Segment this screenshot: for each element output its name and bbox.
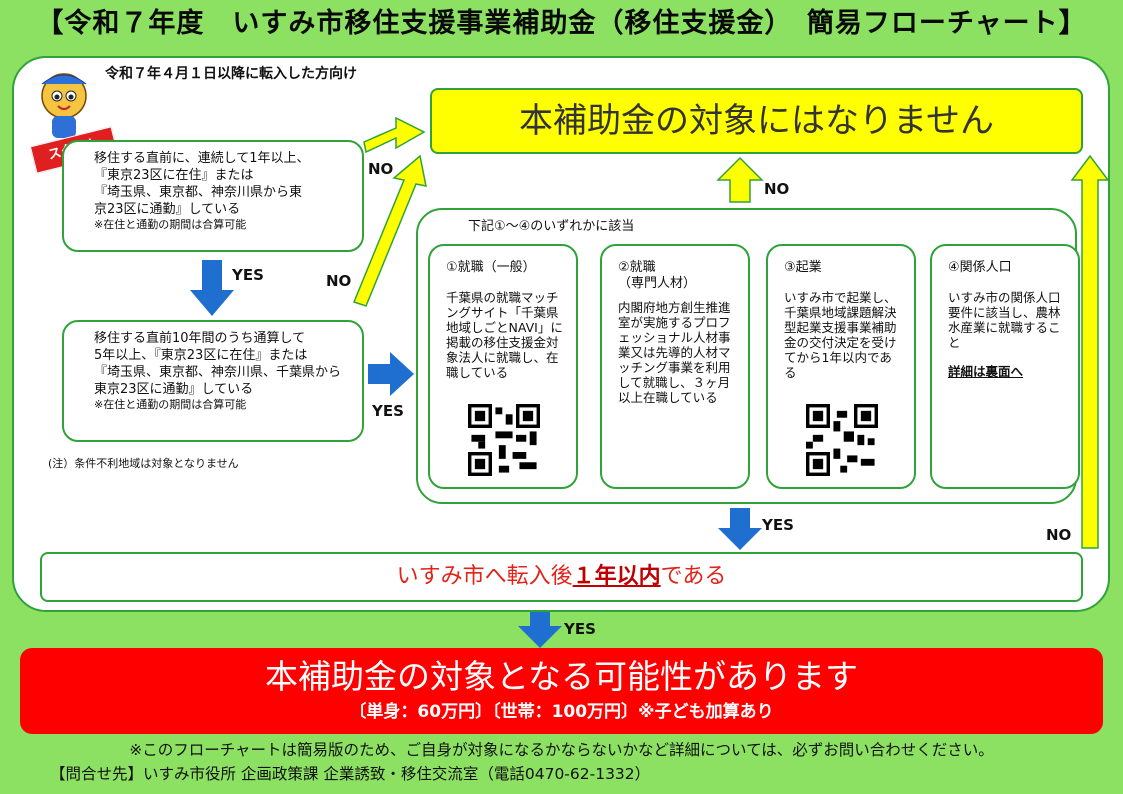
result-amounts: 〔単身：60万円〕〔世帯：100万円〕※子ども加算あり [349,702,774,722]
arrow-group-yes [718,508,762,550]
move-suffix: である [660,564,727,589]
yes-label-1: YES [232,266,264,284]
result-main: 本補助金の対象となる可能性があります [264,657,858,696]
condition-1-box: 移住する直前に、連続して1年以上、 『東京23区に在住』または 『埼玉県、東京都… [62,140,364,252]
card-1-title: ①就職（一般） [446,260,536,275]
condition-1-line4: 京23区に通勤』している [94,202,241,217]
card-2-body: 内閣府地方創生推進室が実施するプロフェッショナル人材事業又は先導的人材マッチング… [618,300,731,405]
move-emphasis: １年以内 [572,564,661,589]
group-label: 下記①～④のいずれかに該当 [468,219,635,234]
move-prefix: いすみ市へ転入後 [396,564,573,589]
no-label-4: NO [1046,526,1072,544]
arrow-cond2-yes [368,352,414,396]
details-link[interactable]: 詳細は裏面へ [948,364,1024,379]
page-title: 【令和７年度 いすみ市移住支援事業補助金（移住支援金） 簡易フローチャート】 [36,8,1087,39]
card-employment-general: ①就職（一般） 千葉県の就職マッチングサイト「千葉県地域しごとNAVI」に掲載の… [428,244,578,489]
condition-1-line3: 『埼玉県、東京都、神奈川県から東 [94,185,303,200]
condition-2-line1: 移住する直前10年間のうち通算して [94,331,306,346]
arrow-cond1-no [363,116,426,154]
no-label-1: NO [368,160,394,178]
footnote: (注）条件不利地域は対象となりません [48,457,239,470]
footer-contact: 【問合せ先】いすみ市役所 企画政策課 企業誘致・移住交流室（電話0470-62-… [50,765,651,783]
condition-2-line2: 5年以上、『東京23区に在住』または [94,348,308,363]
no-label-2: NO [326,272,352,290]
card-related-population: ④関係人口 いすみ市の関係人口要件に該当し、農林水産業に就職すること 詳細は裏面… [930,244,1080,489]
card-4-body: いすみ市の関係人口要件に該当し、農林水産業に就職すること [948,290,1061,350]
move-condition-box: いすみ市へ転入後１年以内である [40,552,1083,602]
condition-2-line3: 『埼玉県、東京都、神奈川県、千葉県から [94,365,342,380]
arrow-group-no [716,156,764,203]
arrow-cond2-no [353,154,427,307]
card-1-body: 千葉県の就職マッチングサイト「千葉県地域しごとNAVI」に掲載の移住支援金対象法… [446,290,563,380]
condition-1-line2: 『東京23区に在住』または [94,168,254,183]
yes-label-2: YES [372,402,404,420]
condition-1-line1: 移住する直前に、連続して1年以上、 [94,151,310,166]
card-3-title: ③起業 [784,260,822,275]
qr-code-icon [806,404,878,476]
not-eligible-box: 本補助金の対象にはなりません [430,88,1083,154]
mascot-icon [41,73,87,138]
card-3-body: いすみ市で起業し、千葉県地域課題解決型起業支援事業補助金の交付決定を受けてから1… [784,290,897,380]
yes-label-4: YES [564,620,596,638]
arrow-move-no [1070,154,1110,549]
no-label-3: NO [764,180,790,198]
target-label: 令和７年４月１日以降に転入した方向け [105,66,357,82]
condition-2-line4: 東京23区に通勤』している [94,382,254,397]
arrow-move-yes [518,612,562,648]
eligible-result-box: 本補助金の対象となる可能性があります 〔単身：60万円〕〔世帯：100万円〕※子… [20,648,1103,734]
card-employment-specialist: ②就職 （専門人材） 内閣府地方創生推進室が実施するプロフェッショナル人材事業又… [600,244,750,489]
condition-2-box: 移住する直前10年間のうち通算して 5年以上、『東京23区に在住』または 『埼玉… [62,320,364,442]
card-2-title: ②就職 [618,260,656,275]
condition-1-note: ※在住と通勤の期間は合算可能 [94,218,247,231]
condition-2-note: ※在住と通勤の期間は合算可能 [94,398,247,411]
footer-note: ※このフローチャートは簡易版のため、ご自身が対象になるかならないかなど詳細につい… [129,741,994,759]
card-startup: ③起業 いすみ市で起業し、千葉県地域課題解決型起業支援事業補助金の交付決定を受け… [766,244,916,489]
card-4-title: ④関係人口 [948,260,1012,275]
qr-code-icon [468,404,540,476]
card-2-subtitle: （専門人材） [618,276,697,291]
yes-label-3: YES [762,516,794,534]
arrow-cond1-yes [190,260,234,316]
